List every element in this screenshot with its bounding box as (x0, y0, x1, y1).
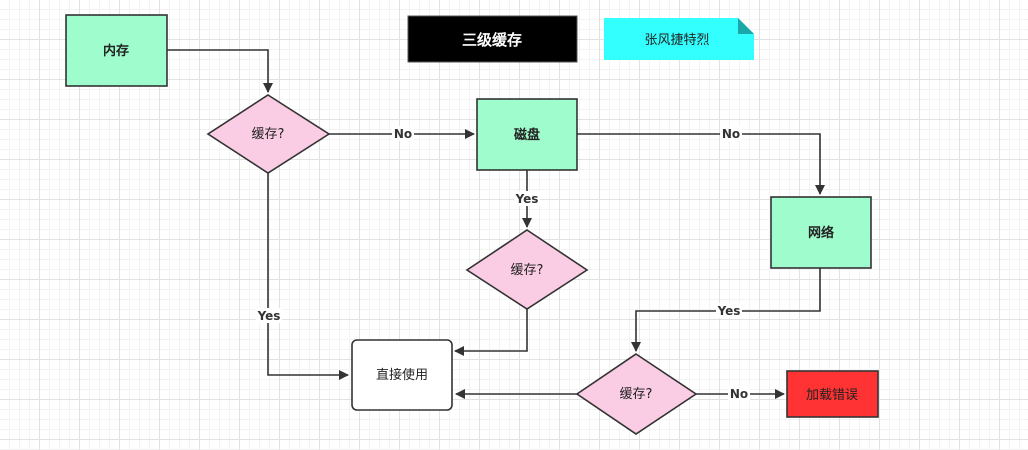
node-direct-use (351, 339, 453, 411)
node-cache-check-3 (575, 353, 698, 435)
node-load-error (786, 370, 879, 418)
node-disk-label: 磁盘 (514, 127, 540, 143)
node-network (770, 196, 872, 269)
edge-label-no-1: No (394, 127, 412, 141)
edge-label-yes-disk: Yes (515, 192, 539, 206)
author-note-fold (738, 18, 754, 34)
edge-check2-to-direct (454, 309, 528, 356)
node-memory (65, 14, 168, 87)
edge-label-yes-memory: Yes (257, 309, 281, 323)
node-cache-check-1-label: 缓存? (252, 127, 285, 142)
node-cache-check-1 (206, 94, 331, 174)
node-cache-check-2 (465, 229, 589, 310)
edge-label-no-3: No (730, 387, 748, 401)
node-network-label: 网络 (808, 225, 834, 241)
node-cache-check-3-label: 缓存? (620, 387, 653, 402)
node-cache-check-2-label: 缓存? (511, 263, 544, 278)
edge-disk-to-network (577, 133, 825, 195)
author-note-box (604, 18, 754, 60)
edge-check1-to-direct (267, 173, 349, 380)
node-load-error-label: 加载错误 (806, 388, 858, 403)
node-memory-label: 内存 (103, 43, 129, 59)
edge-label-yes-network: Yes (717, 304, 741, 318)
title-box (407, 15, 578, 63)
edge-memory-to-check1 (167, 49, 273, 93)
edge-label-no-2: No (722, 127, 740, 141)
title-text: 三级缓存 (462, 31, 522, 49)
node-disk (476, 98, 578, 171)
node-direct-use-label: 直接使用 (376, 367, 428, 383)
author-note-text: 张风捷特烈 (644, 33, 709, 48)
